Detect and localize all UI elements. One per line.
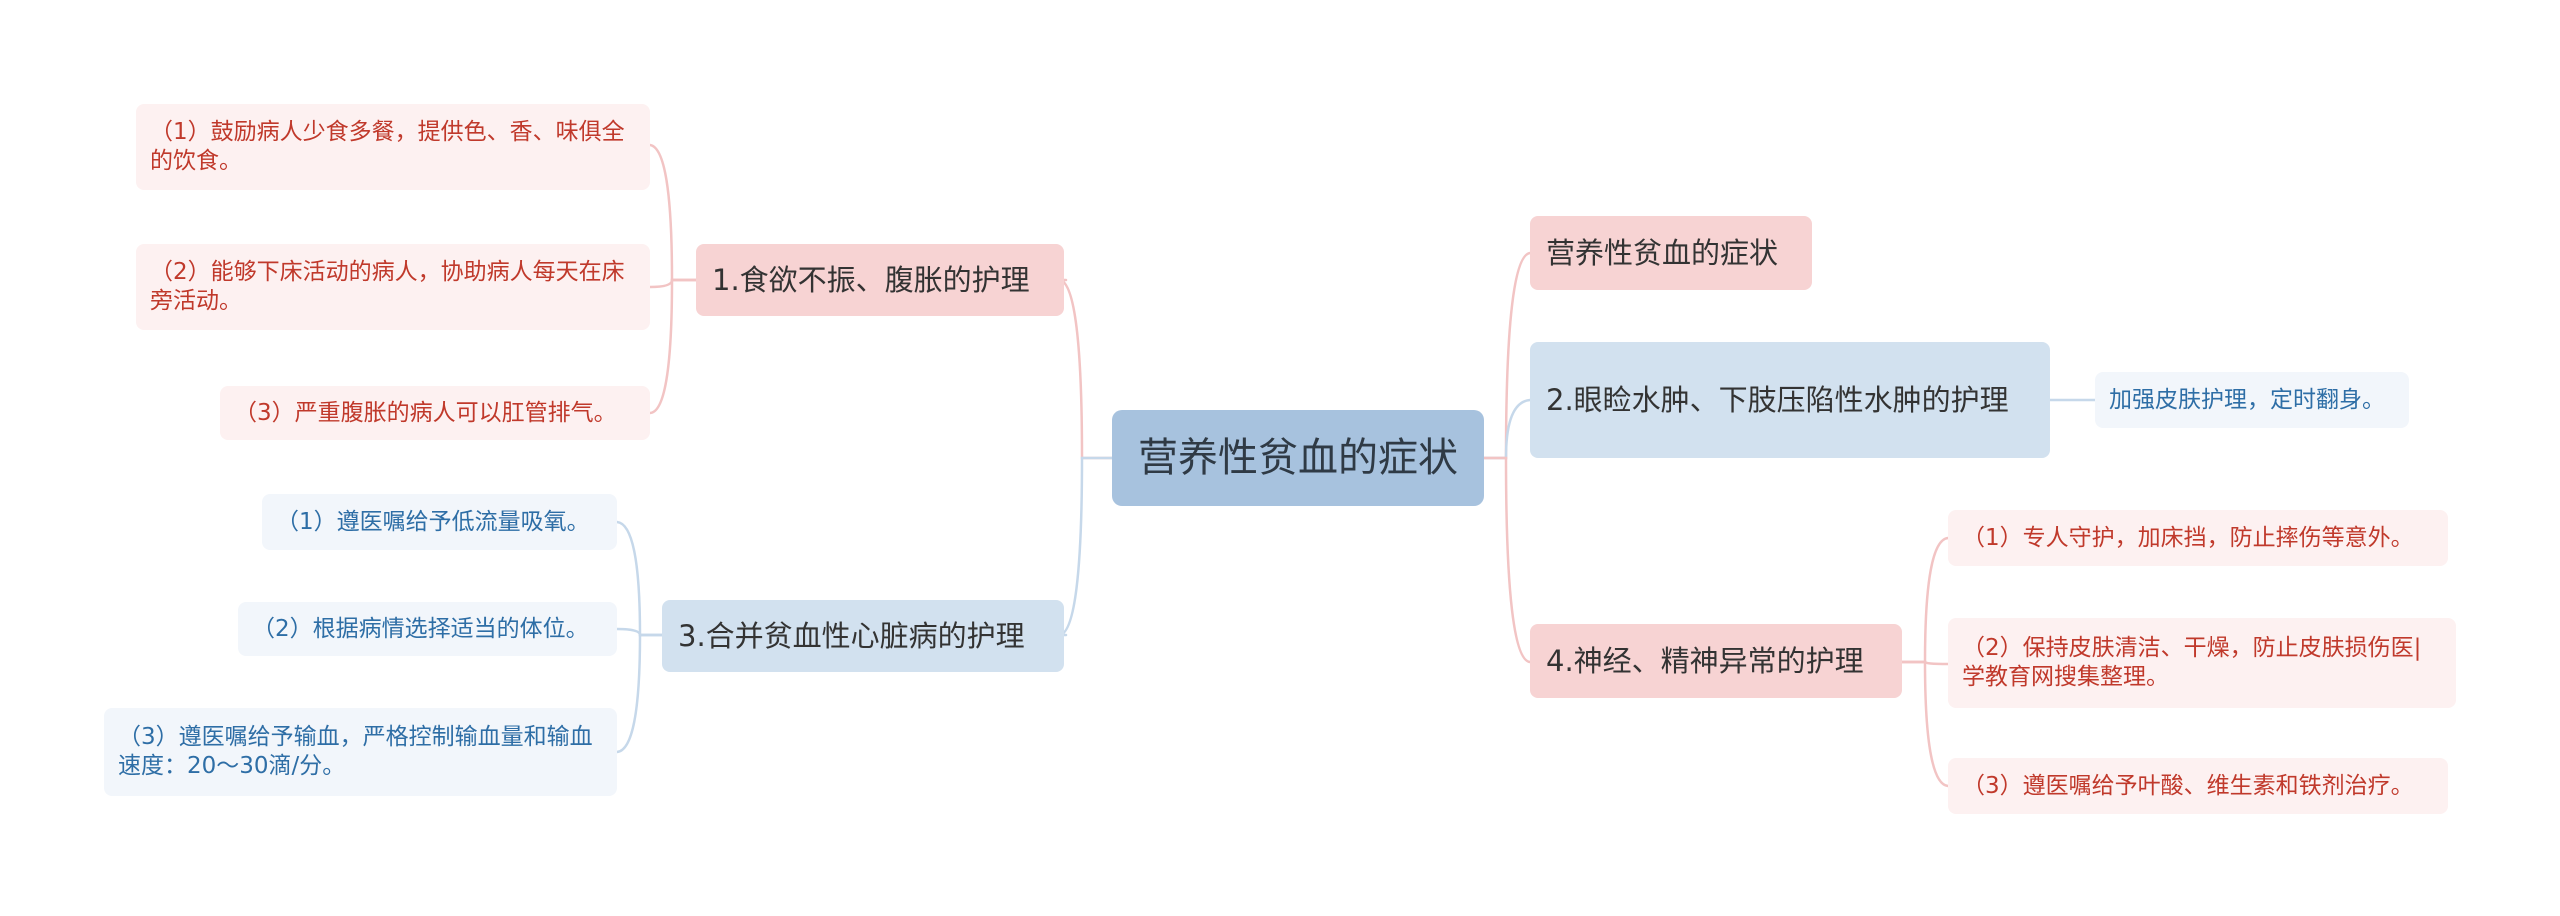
link-b1-l3: [648, 278, 698, 415]
leaf-body-position[interactable]: （2）根据病情选择适当的体位。: [238, 602, 617, 656]
link-r4-l1: [1900, 536, 1950, 664]
link-root-r4: [1482, 456, 1532, 664]
link-b3-l1: [615, 520, 664, 637]
branch-label: 4.神经、精神异常的护理: [1546, 643, 1864, 678]
leaf-label: （3）严重腹胀的病人可以肛管排气。: [234, 399, 617, 426]
leaf-low-flow-oxygen[interactable]: （1）遵医嘱给予低流量吸氧。: [262, 494, 617, 550]
link-b3-l3: [615, 633, 664, 754]
leaf-label: （2）能够下床活动的病人，协助病人每天在床旁活动。: [150, 259, 625, 314]
leaf-bedside-activity[interactable]: （2）能够下床活动的病人，协助病人每天在床旁活动。: [136, 244, 650, 330]
leaf-label: （2）根据病情选择适当的体位。: [252, 615, 589, 642]
leaf-blood-transfusion[interactable]: （3）遵医嘱给予输血，严格控制输血量和输血速度：20～30滴/分。: [104, 708, 617, 796]
leaf-label: 加强皮肤护理，定时翻身。: [2109, 386, 2385, 413]
leaf-label: （3）遵医嘱给予输血，严格控制输血量和输血速度：20～30滴/分。: [118, 724, 593, 779]
branch-edema-care[interactable]: 2.眼睑水肿、下肢压陷性水肿的护理: [1530, 342, 2050, 458]
branch-label: 营养性贫血的症状: [1546, 235, 1779, 270]
branch-label: 3.合并贫血性心脏病的护理: [678, 618, 1025, 653]
branch-appetite-bloating-care[interactable]: 1.食欲不振、腹胀的护理: [696, 244, 1064, 316]
leaf-skin-care-turning[interactable]: 加强皮肤护理，定时翻身。: [2095, 372, 2409, 428]
branch-nutritional-anemia-symptoms[interactable]: 营养性贫血的症状: [1530, 216, 1812, 290]
leaf-keep-skin-clean[interactable]: （2）保持皮肤清洁、干燥，防止皮肤损伤医|学教育网搜集整理。: [1948, 618, 2456, 708]
branch-neuro-psychiatric-care[interactable]: 4.神经、精神异常的护理: [1530, 624, 1902, 698]
leaf-guard-bed-rails[interactable]: （1）专人守护，加床挡，防止摔伤等意外。: [1948, 510, 2448, 566]
branch-anemic-heart-disease-care[interactable]: 3.合并贫血性心脏病的护理: [662, 600, 1064, 672]
root-topic[interactable]: 营养性贫血的症状: [1112, 410, 1484, 506]
root-topic-label: 营养性贫血的症状: [1138, 435, 1458, 481]
link-root-r1: [1482, 251, 1532, 460]
branch-label: 2.眼睑水肿、下肢压陷性水肿的护理: [1546, 382, 2009, 417]
leaf-small-frequent-meals[interactable]: （1）鼓励病人少食多餐，提供色、香、味俱全的饮食。: [136, 104, 650, 190]
link-root-b1: [1059, 278, 1114, 460]
leaf-label: （1）遵医嘱给予低流量吸氧。: [276, 508, 590, 535]
leaf-folic-acid-iron[interactable]: （3）遵医嘱给予叶酸、维生素和铁剂治疗。: [1948, 758, 2448, 814]
link-b1-l1: [648, 143, 698, 282]
leaf-label: （2）保持皮肤清洁、干燥，防止皮肤损伤医|学教育网搜集整理。: [1962, 635, 2422, 690]
branch-label: 1.食欲不振、腹胀的护理: [712, 262, 1030, 297]
leaf-label: （1）鼓励病人少食多餐，提供色、香、味俱全的饮食。: [150, 119, 625, 174]
leaf-label: （1）专人守护，加床挡，防止摔伤等意外。: [1962, 524, 2414, 551]
link-root-b3: [1059, 456, 1114, 637]
leaf-rectal-tube[interactable]: （3）严重腹胀的病人可以肛管排气。: [220, 386, 650, 440]
link-r4-l3: [1900, 660, 1950, 788]
leaf-label: （3）遵医嘱给予叶酸、维生素和铁剂治疗。: [1962, 772, 2414, 799]
